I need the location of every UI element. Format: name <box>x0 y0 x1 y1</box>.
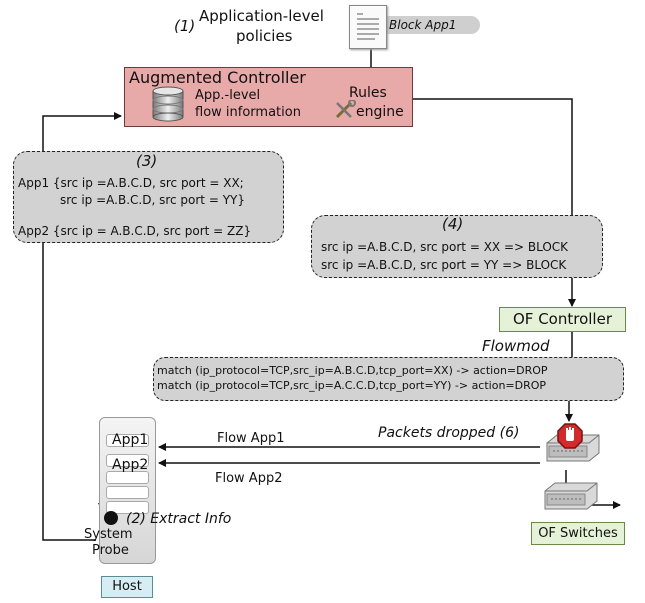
tools-icon <box>335 100 356 119</box>
block-rule-line1: src ip =A.B.C.D, src port = XX => BLOCK <box>321 240 569 254</box>
host-slot <box>106 486 149 499</box>
system-probe-line1: System <box>84 527 133 542</box>
policies-title-line2: policies <box>236 27 293 45</box>
app2-flows-line: App2 {src ip = A.B.C.D, src port = ZZ} <box>18 224 252 238</box>
flow-app1-label: Flow App1 <box>217 431 285 446</box>
block-app1-label: Block App1 <box>389 18 457 32</box>
step-3-label: (3) <box>136 152 158 170</box>
packets-dropped-label: Packets dropped (6) <box>378 425 520 441</box>
app-flow-info-bubble <box>13 151 284 243</box>
of-controller-label: OF Controller <box>513 310 612 328</box>
stop-hand-icon <box>557 423 583 449</box>
flowmod-rules-bubble <box>153 357 624 401</box>
host-slot <box>106 434 149 447</box>
block-app1-tag: Block App1 <box>379 16 480 34</box>
document-icon <box>349 5 387 49</box>
flow-info-line1: App.-level <box>195 88 261 103</box>
host-app1-label: App1 <box>112 432 149 448</box>
app1-flows-line1: App1 {src ip =A.B.C.D, src port = XX; <box>18 176 244 190</box>
policies-title-line1: Application-level <box>199 7 324 25</box>
network-switch-icon <box>544 482 598 510</box>
flow-info-line2: flow information <box>195 105 301 120</box>
block-rules-bubble <box>311 215 603 278</box>
rules-engine-line2: engine <box>356 104 404 120</box>
of-controller-box: OF Controller <box>499 307 626 332</box>
step-4-label: (4) <box>442 215 464 233</box>
rules-engine-line1: Rules <box>349 85 387 101</box>
host-slot <box>106 471 149 484</box>
of-switches-label: OF Switches <box>538 526 618 541</box>
extract-info-label: (2) Extract Info <box>126 511 232 527</box>
app1-flows-line2: src ip =A.B.C.D, src port = YY} <box>60 193 245 207</box>
host-label: Host <box>112 579 142 594</box>
line-rules-to-bubble4 <box>411 98 573 215</box>
flow-app2-label: Flow App2 <box>215 471 283 486</box>
step-1-label: (1) <box>174 17 196 35</box>
flowmod-rule-line1: match (ip_protocol=TCP,src_ip=A.B.C.D,tc… <box>157 364 548 377</box>
flowmod-rule-line2: match (ip_protocol=TCP,src_ip=A.C.C.D,tc… <box>157 379 547 392</box>
system-probe-line2: Probe <box>92 543 129 558</box>
controller-title: Augmented Controller <box>129 68 306 87</box>
of-switches-box: OF Switches <box>531 522 625 545</box>
host-machine <box>99 417 156 564</box>
block-rule-line2: src ip =A.B.C.D, src port = YY => BLOCK <box>321 258 567 272</box>
database-icon <box>152 86 184 122</box>
system-probe-icon <box>104 511 118 525</box>
host-app2-label: App2 <box>112 457 149 473</box>
arrow-probe-to-controller <box>42 112 122 541</box>
flowmod-label: Flowmod <box>482 337 550 355</box>
host-slot <box>106 454 149 467</box>
host-slot <box>106 501 149 514</box>
host-label-box: Host <box>101 576 153 598</box>
